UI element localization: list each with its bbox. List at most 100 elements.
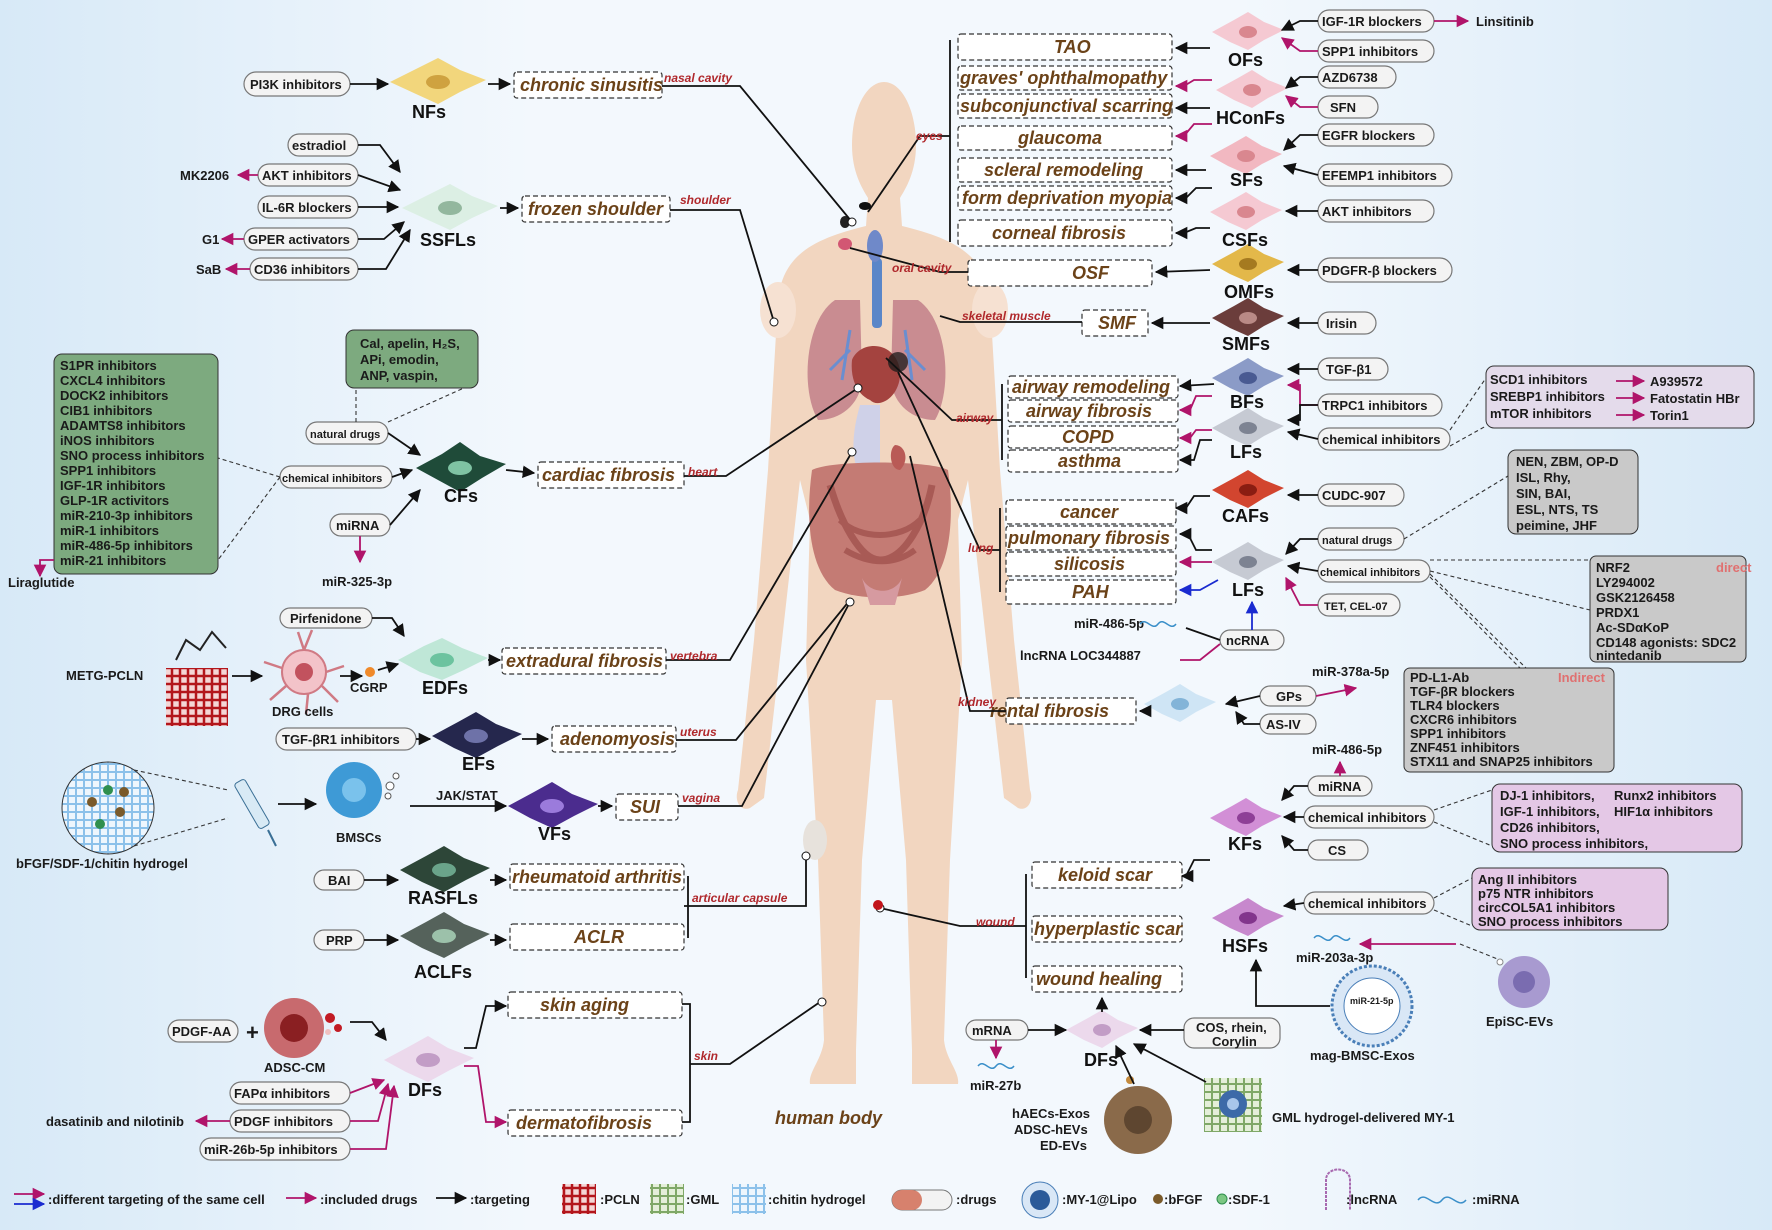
drug-gper: GPER activators [248,232,350,247]
airway-chem-2: mTOR inhibitors [1490,406,1592,421]
hsf-chem-2: circCOL5A1 inhibitors [1478,900,1615,915]
drug-chemical-lung: chemical inhibitors [1320,567,1420,579]
cell-hsfs [1212,898,1284,936]
drug-natural-lung: natural drugs [1322,535,1392,547]
keloid-chem-3: SNO process inhibitors, [1500,836,1648,851]
drug-dasatinib: dasatinib and nilotinib [46,1114,184,1129]
lung-natural-3: ESL, NTS, TS [1516,502,1599,517]
drug-mirna-kfs: miRNA [1318,779,1362,794]
legend-sdf1: :SDF-1 [1228,1192,1270,1207]
legend-gml: :GML [686,1192,719,1207]
disease-skin-aging: skin aging [540,995,629,1015]
legend-incl: :included drugs [320,1192,418,1207]
drug-sab: SaB [196,262,221,277]
disease-cardiac-fibrosis: cardiac fibrosis [542,465,675,485]
disease-airway-remodeling: airway remodeling [1012,377,1170,397]
drug-mir486-kfs: miR-486-5p [1312,742,1382,757]
disease-aclr: ACLR [573,927,624,947]
episc-ev-icon [1496,956,1550,1008]
drug-prp: PRP [326,933,353,948]
drug-linsitinib: Linsitinib [1476,14,1534,29]
drug-corylin: Corylin [1212,1034,1257,1049]
hsf-chem-box [1471,867,1669,931]
disease-glaucoma: glaucoma [1017,128,1102,148]
heart-chem-4: ADAMTS8 inhibitors [60,418,186,433]
airway-chem-0-drug: A939572 [1650,374,1703,389]
drug-pdgf: PDGF inhibitors [234,1114,333,1129]
drug-chemical-kfs: chemical inhibitors [1308,810,1426,825]
drug-chemical-airway: chemical inhibitors [1322,432,1440,447]
drug-liraglutide: Liraglutide [8,575,74,590]
label-nfs: NFs [412,102,446,122]
label-vfs: VFs [538,824,571,844]
organ-eyes: eyes [916,129,943,143]
lung-natural-box [1507,449,1639,535]
cell-csfs [1210,192,1282,230]
label-csfs: CSFs [1222,230,1268,250]
disease-adenomyosis: adenomyosis [560,729,675,749]
legend-my1: :MY-1@Lipo [1062,1192,1137,1207]
label-hconfs: HConFs [1216,108,1285,128]
heart-chem-5: iNOS inhibitors [60,433,155,448]
heart-natural-box [345,329,479,389]
organ-nasal: nasal cavity [664,71,733,85]
heart-chem-7: SPP1 inhibitors [60,463,156,478]
disease-cancer: cancer [1060,502,1119,522]
drug-pdgfaa: PDGF-AA [172,1024,232,1039]
label-rasfls: RASFLs [408,888,478,908]
drug-jakstat: JAK/STAT [436,788,498,803]
label-kfs: KFs [1228,834,1262,854]
heart-natural-2: ANP, vaspin, [360,368,438,383]
disease-form-deprivation-myopia: form deprivation myopia [962,188,1172,208]
disease-hyperplastic-scar: hyperplastic scar [1034,919,1183,939]
disease-keloid-scar: keloid scar [1058,865,1153,885]
lung-direct-0: NRF2 [1596,560,1630,575]
lung-indirect-5: ZNF451 inhibitors [1410,740,1520,755]
drug-pirfenidone: Pirfenidone [290,611,362,626]
lung-indirect-0: PD-L1-Ab [1410,670,1469,685]
cell-sfs [1210,136,1282,174]
disease-tao: TAO [1054,37,1091,57]
cell-smfs [1212,298,1284,336]
airway-chem-2-drug: Torin1 [1650,408,1689,423]
drug-cd36: CD36 inhibitors [254,262,350,277]
airway-chem-1: SREBP1 inhibitors [1490,389,1605,404]
cell-aclfs [400,912,490,958]
drug-magbmsc: mag-BMSC-Exos [1310,1048,1415,1063]
drug-bai: BAI [328,873,350,888]
svg-text:+: + [246,1020,259,1045]
gml-hydrogel-icon [1204,1078,1262,1132]
exo-cluster-icon [1104,1076,1172,1154]
cell-lfs-lung [1212,542,1284,580]
drug-ncrna: ncRNA [1226,633,1270,648]
disease-rental-fibrosis: rental fibrosis [990,701,1109,721]
disease-osf: OSF [1072,263,1110,283]
syringe-icon [234,779,277,847]
label-lfs-lung: LFs [1232,580,1264,600]
cell-bfs [1212,358,1284,396]
lung-indirect-label: Indirect [1558,670,1606,685]
cell-ssfls [402,184,498,230]
drug-igf1r: IGF-1R blockers [1322,14,1422,29]
disease-graves: graves' ophthalmopathy [959,68,1168,88]
cell-efs [432,712,522,758]
cell-dfs-left [384,1036,474,1082]
drug-fapa: FAPα inhibitors [234,1086,330,1101]
drug-natural-heart: natural drugs [310,429,380,441]
drug-akt: AKT inhibitors [262,168,352,183]
cell-nfs [390,58,486,104]
legend: :different targeting of the same cell :i… [14,1168,1520,1219]
lung-indirect-6: STX11 and SNAP25 inhibitors [1410,754,1593,769]
drug-mir325: miR-325-3p [322,574,392,589]
label-cafs: CAFs [1222,506,1269,526]
lung-indirect-box [1403,667,1615,773]
heart-natural-0: Cal, apelin, H₂S, [360,336,460,351]
heart-chem-9: GLP-1R activitors [60,493,169,508]
lung-indirect-4: SPP1 inhibitors [1410,726,1506,741]
cell-labels: NFs SSFLs CFs EDFs EFs VFs RASFLs ACLFs … [408,50,1285,1100]
heart-chem-11: miR-1 inhibitors [60,523,159,538]
disease-pah: PAH [1072,582,1110,602]
heart-chem-1: CXCL4 inhibitors [60,373,165,388]
disease-wound-healing: wound healing [1036,969,1162,989]
disease-frozen-shoulder: frozen shoulder [528,199,664,219]
